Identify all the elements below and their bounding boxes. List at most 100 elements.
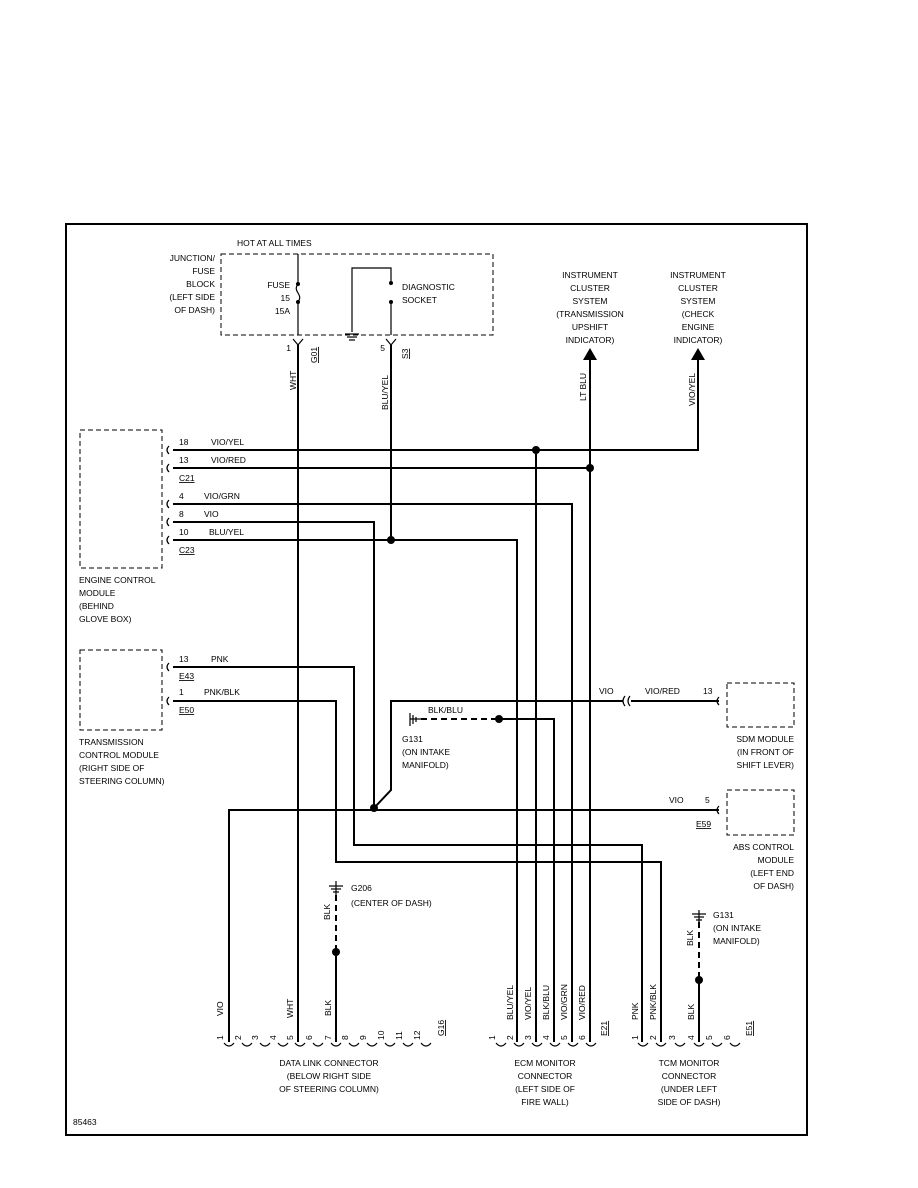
svg-text:1: 1 xyxy=(630,1035,640,1040)
svg-text:DATA LINK CONNECTOR: DATA LINK CONNECTOR xyxy=(279,1058,378,1068)
fuse-label: FUSE xyxy=(267,280,290,290)
svg-text:BLOCK: BLOCK xyxy=(186,279,215,289)
svg-text:8: 8 xyxy=(340,1035,350,1040)
svg-text:13: 13 xyxy=(703,686,713,696)
wire-bluyel-label: BLU/YEL xyxy=(380,375,390,410)
svg-text:1: 1 xyxy=(179,687,184,697)
arrow-up-icon xyxy=(583,348,597,360)
svg-text:ENGINE: ENGINE xyxy=(682,322,715,332)
svg-text:(CHECK: (CHECK xyxy=(682,309,715,319)
svg-text:10: 10 xyxy=(376,1030,386,1040)
svg-text:ABS CONTROL: ABS CONTROL xyxy=(733,842,794,852)
hot-at-all-times-label: HOT AT ALL TIMES xyxy=(237,238,312,248)
svg-text:8: 8 xyxy=(179,509,184,519)
svg-text:6: 6 xyxy=(722,1035,732,1040)
svg-text:GLOVE BOX): GLOVE BOX) xyxy=(79,614,132,624)
svg-text:VIO/GRN: VIO/GRN xyxy=(559,984,569,1020)
svg-text:13: 13 xyxy=(179,455,189,465)
svg-text:4: 4 xyxy=(268,1035,278,1040)
svg-text:9: 9 xyxy=(358,1035,368,1040)
svg-text:(LEFT SIDE: (LEFT SIDE xyxy=(169,292,215,302)
svg-text:VIO/YEL: VIO/YEL xyxy=(211,437,244,447)
svg-text:G206: G206 xyxy=(351,883,372,893)
svg-text:VIO/RED: VIO/RED xyxy=(211,455,246,465)
svg-text:C23: C23 xyxy=(179,545,195,555)
svg-text:VIO: VIO xyxy=(215,1001,225,1016)
svg-text:VIO: VIO xyxy=(669,795,684,805)
svg-text:7: 7 xyxy=(323,1035,333,1040)
svg-text:6: 6 xyxy=(304,1035,314,1040)
svg-text:5: 5 xyxy=(704,1035,714,1040)
transmission-control-module: TRANSMISSION CONTROL MODULE (RIGHT SIDE … xyxy=(79,649,240,786)
svg-text:UPSHIFT: UPSHIFT xyxy=(572,322,608,332)
svg-text:1: 1 xyxy=(286,343,291,353)
svg-text:INSTRUMENT: INSTRUMENT xyxy=(670,270,726,280)
svg-text:INSTRUMENT: INSTRUMENT xyxy=(562,270,618,280)
svg-text:E59: E59 xyxy=(696,819,711,829)
svg-text:SDM MODULE: SDM MODULE xyxy=(736,734,794,744)
engine-control-module: ENGINE CONTROL MODULE (BEHIND GLOVE BOX)… xyxy=(79,429,246,624)
wire-wht-label: WHT xyxy=(288,371,298,390)
svg-text:CLUSTER: CLUSTER xyxy=(678,283,718,293)
ground-g131-intake: BLK/BLU G131 (ON INTAKE MANIFOLD) xyxy=(402,705,463,770)
svg-text:15A: 15A xyxy=(275,306,290,316)
svg-text:E51: E51 xyxy=(744,1021,754,1036)
svg-text:10: 10 xyxy=(179,527,189,537)
svg-text:INDICATOR): INDICATOR) xyxy=(566,335,615,345)
splices xyxy=(332,446,703,984)
instrument-cluster-upshift: INSTRUMENT CLUSTER SYSTEM (TRANSMISSION … xyxy=(556,270,624,360)
svg-text:(TRANSMISSION: (TRANSMISSION xyxy=(556,309,624,319)
svg-text:3: 3 xyxy=(667,1035,677,1040)
svg-text:E50: E50 xyxy=(179,705,194,715)
svg-text:5: 5 xyxy=(285,1035,295,1040)
ground-g206: G206 (CENTER OF DASH) BLK xyxy=(322,881,432,920)
svg-text:18: 18 xyxy=(179,437,189,447)
svg-text:FIRE WALL): FIRE WALL) xyxy=(521,1097,569,1107)
svg-text:CONNECTOR: CONNECTOR xyxy=(518,1071,573,1081)
svg-text:(BELOW RIGHT SIDE: (BELOW RIGHT SIDE xyxy=(287,1071,372,1081)
svg-text:VIO: VIO xyxy=(599,686,614,696)
svg-text:BLK/BLU: BLK/BLU xyxy=(541,985,551,1020)
svg-text:STEERING COLUMN): STEERING COLUMN) xyxy=(79,776,165,786)
svg-text:4: 4 xyxy=(686,1035,696,1040)
svg-text:(LEFT SIDE OF: (LEFT SIDE OF xyxy=(515,1084,575,1094)
sdm-module: SDM MODULE (IN FRONT OF SHIFT LEVER) VIO… xyxy=(599,682,795,770)
svg-text:JUNCTION/: JUNCTION/ xyxy=(170,253,216,263)
svg-text:3: 3 xyxy=(250,1035,260,1040)
svg-text:BLK: BLK xyxy=(685,930,695,946)
svg-text:BLK: BLK xyxy=(686,1004,696,1020)
svg-text:G131: G131 xyxy=(713,910,734,920)
wires xyxy=(173,345,719,1042)
svg-text:E21: E21 xyxy=(599,1021,609,1036)
svg-text:15: 15 xyxy=(281,293,291,303)
svg-text:ENGINE CONTROL: ENGINE CONTROL xyxy=(79,575,156,585)
svg-text:VIO/RED: VIO/RED xyxy=(645,686,680,696)
svg-text:2: 2 xyxy=(648,1035,658,1040)
svg-text:1: 1 xyxy=(215,1035,225,1040)
svg-text:VIO: VIO xyxy=(204,509,219,519)
svg-text:MODULE: MODULE xyxy=(79,588,116,598)
svg-text:E43: E43 xyxy=(179,671,194,681)
svg-text:PNK: PNK xyxy=(211,654,229,664)
svg-text:PNK/BLK: PNK/BLK xyxy=(204,687,240,697)
svg-text:(ON INTAKE: (ON INTAKE xyxy=(713,923,761,933)
abs-control-module: ABS CONTROL MODULE (LEFT END OF DASH) VI… xyxy=(669,789,795,891)
svg-text:INDICATOR): INDICATOR) xyxy=(674,335,723,345)
svg-text:BLU/YEL: BLU/YEL xyxy=(209,527,244,537)
top-connectors: 1 G01 5 S3 WHT BLU/YEL LT BLU VIO/YEL xyxy=(286,338,697,410)
svg-text:MODULE: MODULE xyxy=(758,855,795,865)
svg-text:MANIFOLD): MANIFOLD) xyxy=(402,760,449,770)
svg-text:OF DASH): OF DASH) xyxy=(753,881,794,891)
svg-text:ECM MONITOR: ECM MONITOR xyxy=(514,1058,575,1068)
diagnostic-socket-label: DIAGNOSTIC xyxy=(402,282,455,292)
ground-g131-right: G131 (ON INTAKE MANIFOLD) BLK xyxy=(685,910,761,946)
svg-text:(LEFT END: (LEFT END xyxy=(750,868,794,878)
svg-text:FUSE: FUSE xyxy=(192,266,215,276)
svg-text:OF STEERING COLUMN): OF STEERING COLUMN) xyxy=(279,1084,379,1094)
svg-text:12: 12 xyxy=(412,1030,422,1040)
ecm-monitor-connector: BLU/YEL VIO/YEL BLK/BLU VIO/GRN VIO/RED … xyxy=(487,984,609,1107)
svg-text:TRANSMISSION: TRANSMISSION xyxy=(79,737,144,747)
svg-text:PNK: PNK xyxy=(630,1002,640,1020)
svg-text:CONTROL MODULE: CONTROL MODULE xyxy=(79,750,159,760)
svg-text:5: 5 xyxy=(705,795,710,805)
